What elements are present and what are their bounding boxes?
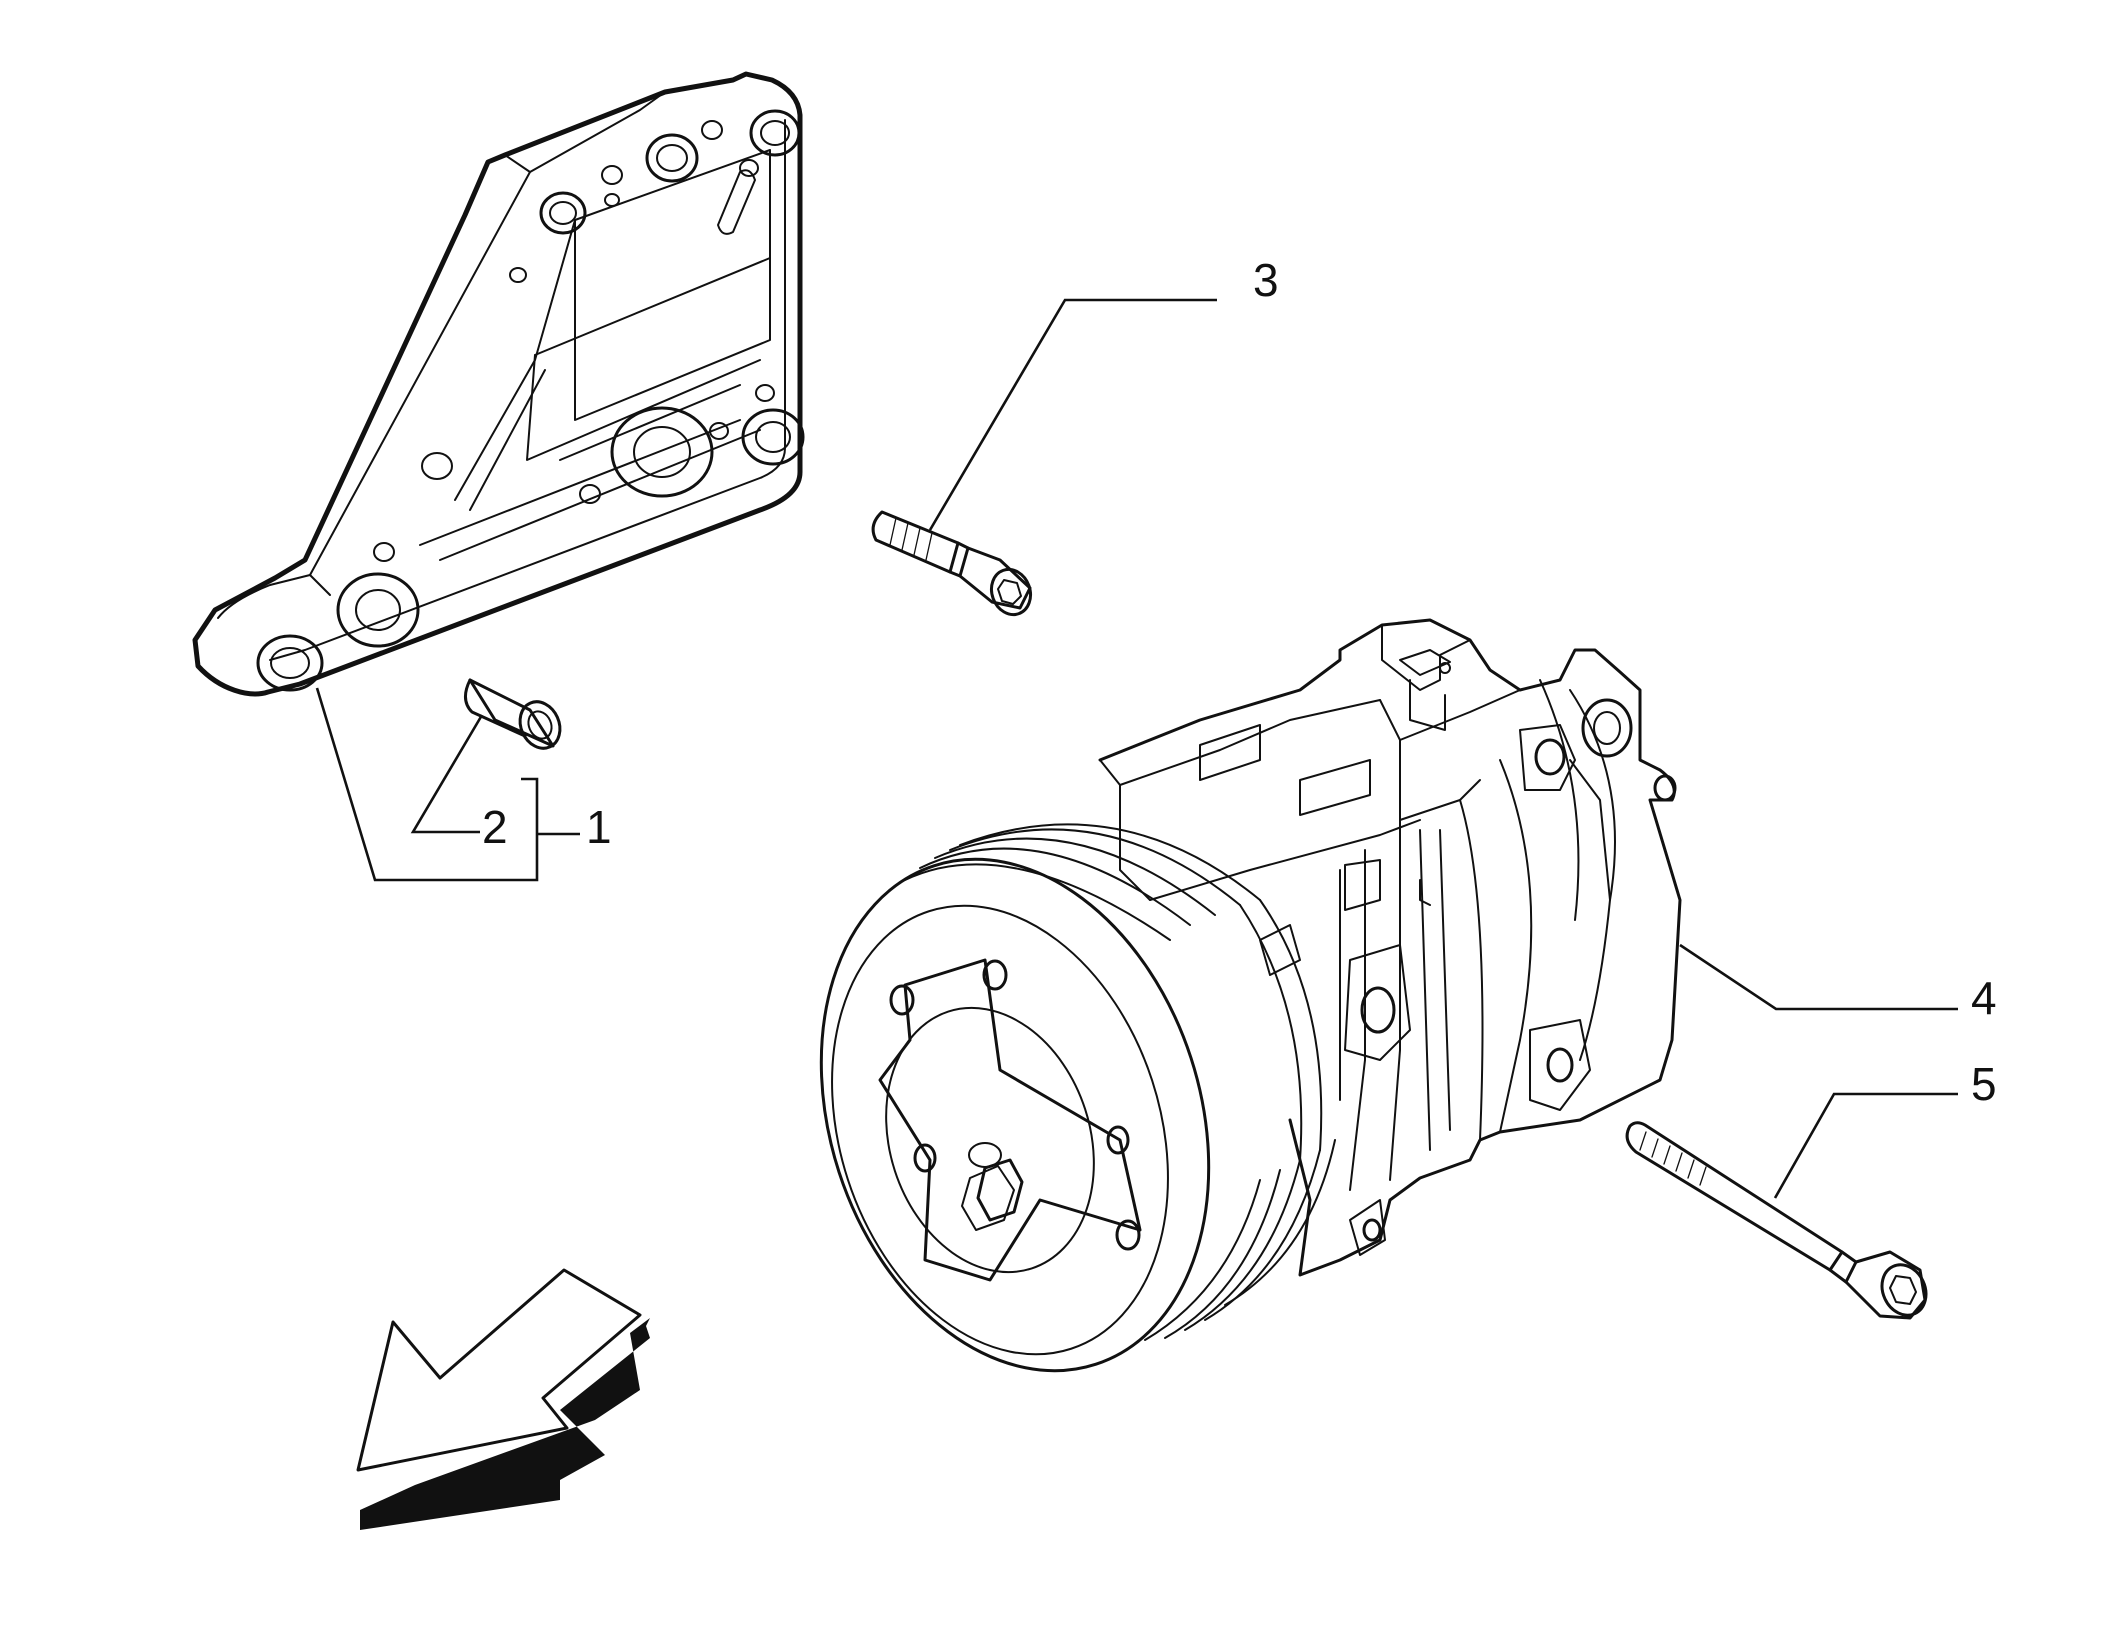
bracket-hole <box>539 191 587 235</box>
direction-arrow-icon <box>356 1268 650 1530</box>
dowel-bushing-icon <box>464 678 562 750</box>
callout-leaders-1-2 <box>315 687 580 882</box>
callout-label-2: 2 <box>482 801 508 853</box>
callout-label-3: 3 <box>1253 254 1279 306</box>
bracket-hole <box>610 406 714 498</box>
short-bolt-icon <box>871 510 1033 617</box>
callout-leader-3 <box>928 298 1217 531</box>
bracket-hole <box>256 634 324 692</box>
ac-compressor-icon <box>819 618 1682 1373</box>
bracket-hole <box>645 133 699 183</box>
callout-label-4: 4 <box>1971 972 1997 1024</box>
callout-leader-4 <box>1679 943 1958 1011</box>
callout-label-5: 5 <box>1971 1058 1997 1110</box>
bracket-hole <box>749 109 801 157</box>
bracket-hole <box>336 572 420 648</box>
long-bolt-icon <box>1625 1121 1928 1320</box>
callout-label-1: 1 <box>586 801 612 853</box>
callout-leader-5 <box>1773 1092 1958 1199</box>
clutch-pulley <box>819 823 1336 1373</box>
mounting-bracket-icon <box>192 71 805 697</box>
bracket-hole <box>741 408 805 466</box>
